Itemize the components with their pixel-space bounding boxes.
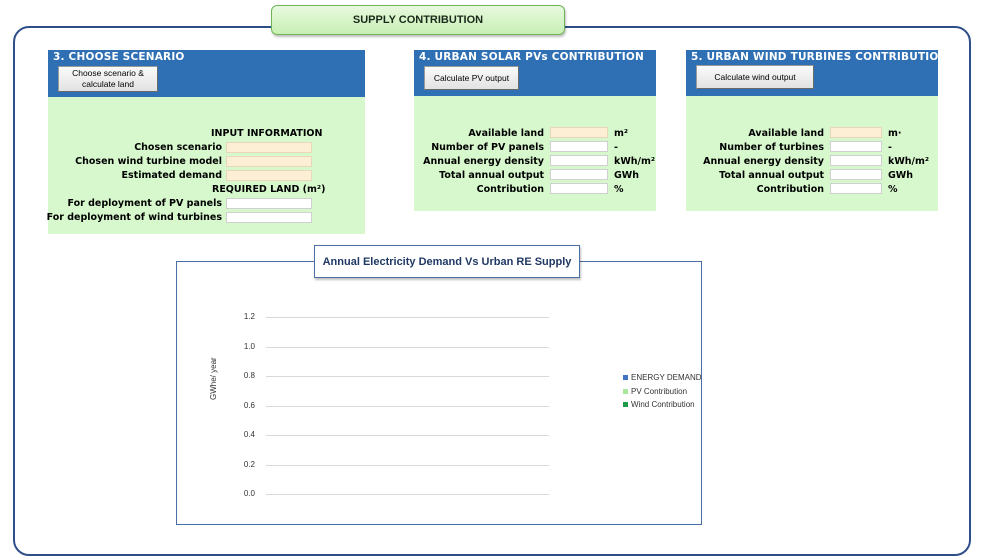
chart-gridline xyxy=(266,494,549,495)
pv-output-cell[interactable] xyxy=(550,169,608,180)
calculate-pv-button[interactable]: Calculate PV output xyxy=(424,66,519,90)
wind-density-cell[interactable] xyxy=(830,155,882,166)
pv-row-unit: GWh xyxy=(614,170,640,181)
pv-deploy-cell[interactable] xyxy=(226,198,312,209)
pv-row-label: Contribution xyxy=(476,184,544,195)
chosen-turbine-label: Chosen wind turbine model xyxy=(75,156,222,167)
chart-gridline xyxy=(266,406,549,407)
wind-turbines-cell[interactable] xyxy=(830,141,882,152)
wind-panel-header: 5. URBAN WIND TURBINES CONTRIBUTION Calc… xyxy=(686,50,947,96)
wind-row-unit: GWh xyxy=(888,170,914,181)
chart-legend-label: ENERGY DEMAND xyxy=(631,373,702,382)
wind-row-label: Contribution xyxy=(756,184,824,195)
pv-row-unit: kWh/m² xyxy=(614,156,656,167)
input-information-header: INPUT INFORMATION xyxy=(211,128,323,139)
pv-row-unit: % xyxy=(614,184,624,195)
pv-row-label: Number of PV panels xyxy=(431,142,544,153)
wind-deploy-label: For deployment of wind turbines xyxy=(46,212,222,223)
chart-gridline xyxy=(266,376,549,377)
chart-gridline xyxy=(266,347,549,348)
wind-output-cell[interactable] xyxy=(830,169,882,180)
chart-legend-swatch xyxy=(623,402,628,408)
chart-legend-item: ENERGY DEMAND xyxy=(623,373,702,382)
chart-legend-swatch xyxy=(623,375,628,381)
scenario-panel-header: 3. CHOOSE SCENARIO Choose scenario & cal… xyxy=(48,50,365,97)
pv-panel-title: 4. URBAN SOLAR PVs CONTRIBUTION xyxy=(419,51,644,63)
wind-available-land-cell[interactable] xyxy=(830,127,882,138)
wind-panel-title: 5. URBAN WIND TURBINES CONTRIBUTION xyxy=(691,51,948,63)
chart-y-tick-label: 0.0 xyxy=(243,489,255,498)
wind-row-unit: m· xyxy=(888,128,902,139)
chart-area[interactable] xyxy=(176,261,702,525)
pv-panels-cell[interactable] xyxy=(550,141,608,152)
chart-title: Annual Electricity Demand Vs Urban RE Su… xyxy=(314,245,580,278)
chart-legend-swatch xyxy=(623,388,628,394)
pv-row-label: Available land xyxy=(468,128,544,139)
chosen-turbine-cell[interactable] xyxy=(226,156,312,167)
wind-row-unit: - xyxy=(888,142,892,153)
chosen-scenario-cell[interactable] xyxy=(226,142,312,153)
chart-y-axis-label: GWhe/ year xyxy=(209,357,218,400)
wind-row-label: Available land xyxy=(748,128,824,139)
chart-legend-item: Wind Contribution xyxy=(623,400,695,409)
scenario-panel: 3. CHOOSE SCENARIO Choose scenario & cal… xyxy=(46,50,365,234)
estimated-demand-cell[interactable] xyxy=(226,170,312,181)
chart-y-tick-label: 0.2 xyxy=(243,460,255,469)
wind-row-label: Total annual output xyxy=(719,170,824,181)
wind-row-label: Annual energy density xyxy=(703,156,824,167)
chart-y-tick-label: 0.6 xyxy=(243,401,255,410)
estimated-demand-label: Estimated demand xyxy=(121,170,222,181)
pv-row-label: Total annual output xyxy=(439,170,544,181)
wind-row-label: Number of turbines xyxy=(719,142,824,153)
wind-row-unit: % xyxy=(888,184,898,195)
pv-density-cell[interactable] xyxy=(550,155,608,166)
pv-deploy-label: For deployment of PV panels xyxy=(67,198,222,209)
chart-legend-label: PV Contribution xyxy=(631,386,688,396)
wind-row-unit: kWh/m² xyxy=(888,156,930,167)
chart-y-tick-label: 0.8 xyxy=(243,371,255,380)
pv-panel-header: 4. URBAN SOLAR PVs CONTRIBUTION Calculat… xyxy=(414,50,656,96)
chart-y-tick-label: 0.4 xyxy=(243,430,255,439)
pv-available-land-cell[interactable] xyxy=(550,127,608,138)
calculate-wind-button[interactable]: Calculate wind output xyxy=(696,65,814,89)
pv-panel: 4. URBAN SOLAR PVs CONTRIBUTION Calculat… xyxy=(414,50,656,211)
wind-deploy-cell[interactable] xyxy=(226,212,312,223)
required-land-header: REQUIRED LAND (m²) xyxy=(212,184,326,195)
scenario-panel-title: 3. CHOOSE SCENARIO xyxy=(53,51,185,63)
chart-gridline xyxy=(266,465,549,466)
pv-row-unit: m² xyxy=(614,128,629,139)
chart-gridline xyxy=(266,317,549,318)
wind-panel: 5. URBAN WIND TURBINES CONTRIBUTION Calc… xyxy=(686,50,947,211)
page-title: SUPPLY CONTRIBUTION xyxy=(271,5,565,35)
chart-y-tick-label: 1.2 xyxy=(243,312,255,321)
chart-legend-item: PV Contribution xyxy=(623,387,687,396)
wind-contribution-cell[interactable] xyxy=(830,183,882,194)
choose-scenario-button[interactable]: Choose scenario & calculate land xyxy=(58,66,158,92)
chart-legend-label: Wind Contribution xyxy=(631,400,695,409)
pv-row-label: Annual energy density xyxy=(423,156,544,167)
chosen-scenario-label: Chosen scenario xyxy=(134,142,222,153)
chart-y-tick-label: 1.0 xyxy=(243,342,255,351)
pv-row-unit: - xyxy=(614,142,618,153)
pv-contribution-cell[interactable] xyxy=(550,183,608,194)
chart-gridline xyxy=(266,435,549,436)
